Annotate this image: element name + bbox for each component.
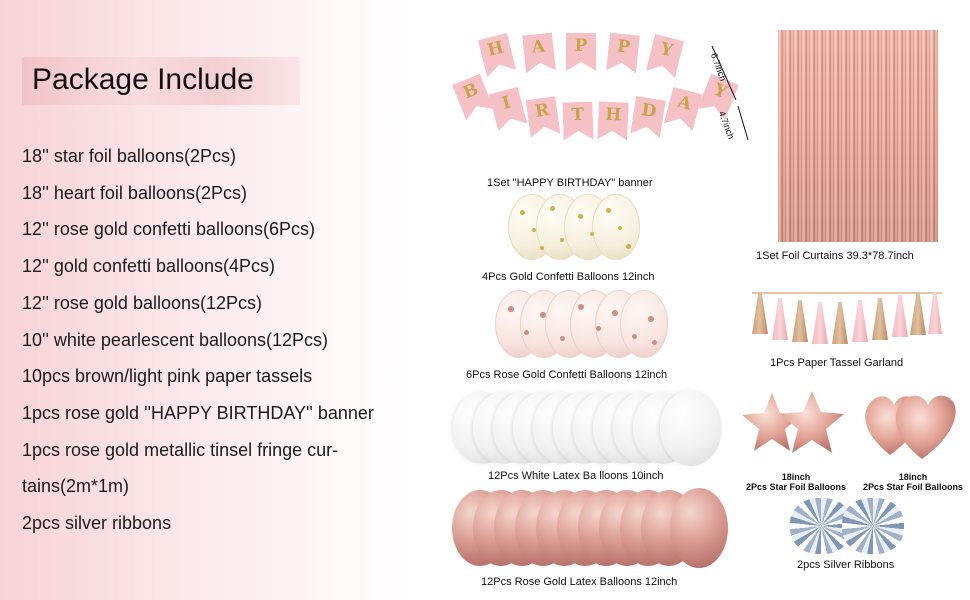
list-item: 12'' gold confetti balloons(4Pcs) (22, 256, 276, 277)
list-item: 18'' star foil balloons(2Pcs) (22, 146, 236, 166)
tassel-pink (772, 298, 788, 340)
tassel-gold (872, 298, 888, 340)
banner-pennant: P (566, 33, 596, 71)
banner-pennant: R (526, 96, 561, 138)
banner-pennant: Y (646, 34, 684, 78)
tassel-gold (752, 292, 768, 334)
package-item-list: 18'' star foil balloons(2Pcs) 18'' heart… (22, 138, 442, 542)
white-balloons-caption: 12Pcs White Latex Ba lloons 10inch (488, 470, 664, 482)
list-item: 2pcs silver ribbons (22, 513, 172, 534)
star-caption: 2Pcs Star Foil Balloons (745, 482, 847, 492)
curtain-caption: 1Set Foil Curtains 39.3*78.7inch (756, 250, 914, 262)
tassel-caption: 1Pcs Paper Tassel Garland (770, 357, 904, 369)
list-item: 12'' rose gold balloons(12Pcs) (22, 292, 263, 313)
rose-gold-balloons-caption: 12Pcs Rose Gold Latex Balloons 12inch (481, 576, 678, 588)
list-item: 1pcs rose gold ''HAPPY BIRTHDAY'' banner (22, 402, 374, 423)
tassel-pink (892, 295, 908, 337)
banner-pennant: A (522, 33, 556, 74)
tassel-pink (928, 292, 942, 334)
list-item: 1pcs rose gold metallic tinsel fringe cu… (22, 439, 339, 460)
banner-pennant: H (597, 101, 629, 141)
tassel-gold (792, 300, 808, 342)
gold-confetti-balloon (592, 194, 640, 260)
list-item: 10pcs brown/light pink paper tassels (22, 366, 313, 387)
ribbons-caption: 2pcs Silver Ribbons (797, 559, 895, 571)
star-foil-icon (742, 391, 844, 453)
tassel-pink (812, 302, 828, 344)
tassel-pink (852, 300, 868, 342)
banner-pennant: B (452, 74, 494, 120)
banner-caption: 1Set "HAPPY BIRTHDAY" banner (487, 177, 653, 189)
rose-confetti-caption: 6Pcs Rose Gold Confetti Balloons 12inch (466, 369, 668, 381)
rose-gold-balloon (670, 488, 728, 568)
list-item: 10'' white pearlescent balloons(12Pcs) (22, 329, 329, 350)
silver-ribbon-icon (842, 498, 904, 554)
list-item: 12'' rose gold confetti balloons(6Pcs) (22, 219, 316, 240)
rose-confetti-balloon (620, 290, 668, 358)
heart-size-caption: 18inch (898, 472, 928, 482)
banner-pennant: D (630, 96, 666, 138)
package-title-box: Package Include (22, 57, 300, 105)
dimension-arrows-icon (711, 45, 749, 141)
package-title: Package Include (32, 63, 254, 96)
banner-pennant: T (562, 101, 593, 140)
gold-confetti-caption: 4Pcs Gold Confetti Balloons 12inch (482, 271, 655, 283)
tassel-gold (832, 302, 848, 344)
heart-foil-icon (865, 395, 956, 459)
garland-string (752, 292, 942, 294)
banner-pennant: H (478, 33, 516, 77)
list-item: tains(2m*1m) (22, 476, 130, 497)
foil-curtain (778, 30, 938, 242)
heart-caption: 2Pcs Star Foil Balloons (862, 482, 964, 492)
tassel-gold (910, 293, 926, 335)
list-item: 18'' heart foil balloons(2Pcs) (22, 182, 247, 203)
silver-ribbon-icon (790, 498, 852, 554)
banner-pennant: P (606, 33, 640, 74)
banner-pennant: A (664, 87, 703, 131)
star-size-caption: 18inch (781, 472, 811, 482)
white-balloon (660, 390, 722, 466)
banner-pennant: I (489, 87, 528, 131)
